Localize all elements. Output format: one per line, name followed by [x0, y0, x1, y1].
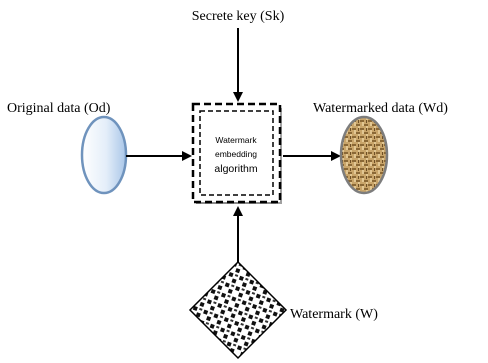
- watermarked-data-ellipse: [339, 115, 389, 195]
- original-data-label: Original data (Od): [7, 101, 111, 116]
- watermark-diamond: [188, 260, 288, 360]
- algorithm-label-line3: algorithm: [214, 163, 257, 175]
- algorithm-label-line2: embedding: [215, 149, 257, 159]
- algorithm-box-inner: [199, 110, 274, 196]
- secret-key-label: Secrete key (Sk): [192, 9, 285, 24]
- original-data-ellipse: [80, 115, 128, 195]
- watermark-label: Watermark (W): [290, 307, 378, 322]
- watermarked-data-label: Watermarked data (Wd): [313, 101, 448, 116]
- algorithm-label-line1: Watermark: [215, 135, 257, 145]
